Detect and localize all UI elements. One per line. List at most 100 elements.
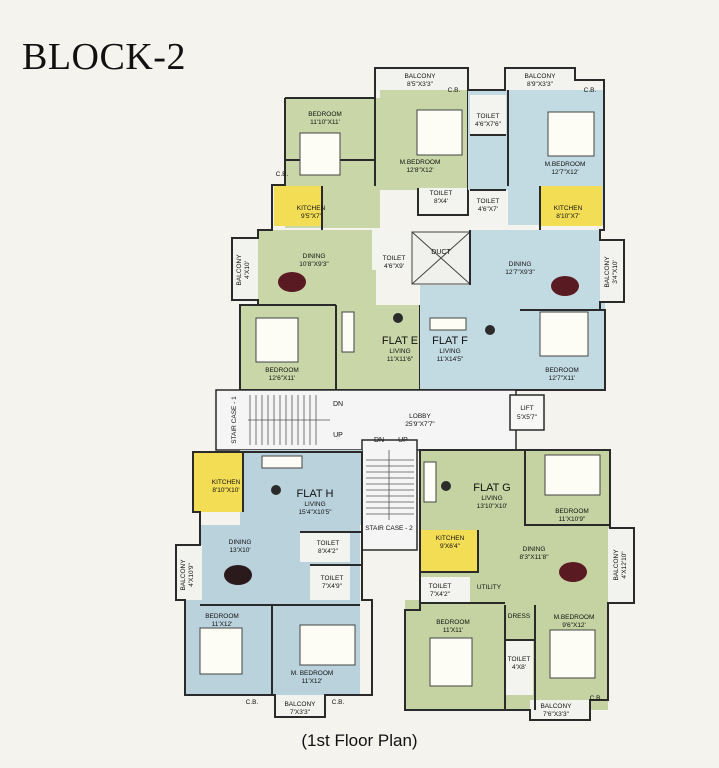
room-size: 4'X10' xyxy=(244,261,251,279)
room-size: 8'X4' xyxy=(434,198,448,205)
flat-e-balcony-top-area xyxy=(375,68,468,90)
flat-g xyxy=(404,449,635,721)
room-name: DINING xyxy=(523,546,546,553)
room-name: TOILET xyxy=(429,583,452,590)
flat-e-area xyxy=(258,230,376,305)
room-size: 8'10"X7' xyxy=(556,213,580,220)
flat-f-walls xyxy=(420,67,625,391)
labels: BEDROOM 11'10"X11' BALCONY 8'5"X3'3" C.B… xyxy=(180,73,628,718)
sofa-icon xyxy=(429,317,467,331)
cupboard-label: C.B. xyxy=(584,87,597,94)
plan-caption: (1st Floor Plan) xyxy=(301,731,418,750)
room-size: 11'X10'9" xyxy=(559,516,586,523)
bed-icon xyxy=(199,627,243,675)
room-size: 7'X4'2" xyxy=(430,591,451,598)
room-name: M.BEDROOM xyxy=(554,614,595,621)
lift-size: 5'X5'7" xyxy=(517,414,538,421)
room-size: 8'10"X10' xyxy=(212,487,239,494)
room-size: 12'8"X12' xyxy=(406,167,433,174)
room-size: 7'X4'9" xyxy=(322,583,343,590)
flat-e-balcony-side-area xyxy=(232,238,258,300)
room-name: LIVING xyxy=(439,348,460,355)
lobby-name: LOBBY xyxy=(409,413,431,420)
room-size: 3'4"X10' xyxy=(612,260,619,284)
flat-h-walls xyxy=(175,451,373,718)
room-size: 8'9"X3'3" xyxy=(527,81,554,88)
room-size: 11'10"X11' xyxy=(310,119,340,126)
room-size: 9'5"X7' xyxy=(301,213,321,220)
room-name: KITCHEN xyxy=(212,479,241,486)
stair-1-label: STAIR CASE - 1 xyxy=(231,396,238,444)
room-size: 11'X12' xyxy=(302,678,323,685)
room-name: BEDROOM xyxy=(205,613,239,620)
room-name: BALCONY xyxy=(524,73,556,80)
flat-g-kitchen-area xyxy=(420,530,478,572)
plant-icon xyxy=(485,325,495,335)
stair-1-dn: DN xyxy=(333,401,343,408)
room-size: 11'X11'6" xyxy=(387,356,414,363)
flat-e xyxy=(231,67,469,391)
room-name: DRESS xyxy=(508,613,531,620)
room-name: TOILET xyxy=(508,656,531,663)
stair-1-steps xyxy=(248,395,330,445)
plant-icon xyxy=(441,481,451,491)
cupboard-label: C.B. xyxy=(448,87,461,94)
room-size: 8'5"X3'3" xyxy=(407,81,434,88)
room-name: TOILET xyxy=(477,198,500,205)
room-size: 4'X8' xyxy=(512,664,526,671)
bed-icon xyxy=(549,629,596,679)
room-size: 11'X11' xyxy=(443,627,463,634)
core xyxy=(215,389,545,551)
lift-area xyxy=(509,394,545,431)
room-size: 10'8"X9'3" xyxy=(299,261,329,268)
bed-icon xyxy=(255,317,299,363)
flat-h-balcony-bottom-area xyxy=(275,695,325,717)
room-size: 7'X3'3" xyxy=(290,709,311,716)
room-name: TOILET xyxy=(383,255,406,262)
flat-name: FLAT H xyxy=(297,488,334,500)
room-size: 7'6"X3'3" xyxy=(543,711,570,718)
room-name: LIVING xyxy=(304,501,325,508)
room-name: TOILET xyxy=(321,575,344,582)
room-size: 13'X10' xyxy=(229,547,250,554)
room-size: 9'X6'4" xyxy=(440,543,461,550)
sofa-icon xyxy=(261,455,303,469)
room-size: 12'7"X9'3" xyxy=(505,269,535,276)
sofa-icon xyxy=(341,311,355,353)
room-name: BALCONY xyxy=(404,73,436,80)
room-name: BALCONY xyxy=(613,549,620,581)
flat-g-balcony-side-area xyxy=(608,528,634,603)
lift-name: LIFT xyxy=(520,405,533,412)
room-name: M.BEDROOM xyxy=(545,161,586,168)
cupboard-label: C.B. xyxy=(332,699,345,706)
duct-cross xyxy=(411,231,471,285)
room-size: 4'6"X7'6" xyxy=(475,121,502,128)
dining-table-icon xyxy=(224,565,252,585)
dining-table-icon xyxy=(551,276,579,296)
room-name: BALCONY xyxy=(540,703,572,710)
stair-2-label: STAIR CASE - 2 xyxy=(365,525,413,532)
room-name: BALCONY xyxy=(604,256,611,288)
room-name: BALCONY xyxy=(236,254,243,286)
room-size: 13'10"X10' xyxy=(477,503,508,510)
room-name: LIVING xyxy=(481,495,502,502)
lobby-size: 25'9"X7'7" xyxy=(405,421,435,428)
flat-h-balcony-side-area xyxy=(176,545,202,600)
room-name: TOILET xyxy=(477,113,500,120)
room-name: BEDROOM xyxy=(545,367,579,374)
stair-1-up: UP xyxy=(333,432,343,439)
flat-f xyxy=(411,67,625,391)
flat-name: FLAT E xyxy=(382,335,418,347)
room-size: 12'7"X12' xyxy=(551,169,578,176)
room-name: M.BEDROOM xyxy=(400,159,441,166)
cupboard-label: C.B. xyxy=(590,695,603,702)
flat-h-toilet-area xyxy=(310,565,350,600)
sofa-icon xyxy=(423,461,437,503)
bed-icon xyxy=(299,624,356,666)
duct-label: DUCT xyxy=(431,249,451,256)
room-size: 4'X12'10" xyxy=(621,551,628,579)
flat-g-toilet-area xyxy=(505,640,533,695)
flat-f-balcony-top-area xyxy=(505,68,575,90)
bed-icon xyxy=(416,109,463,156)
